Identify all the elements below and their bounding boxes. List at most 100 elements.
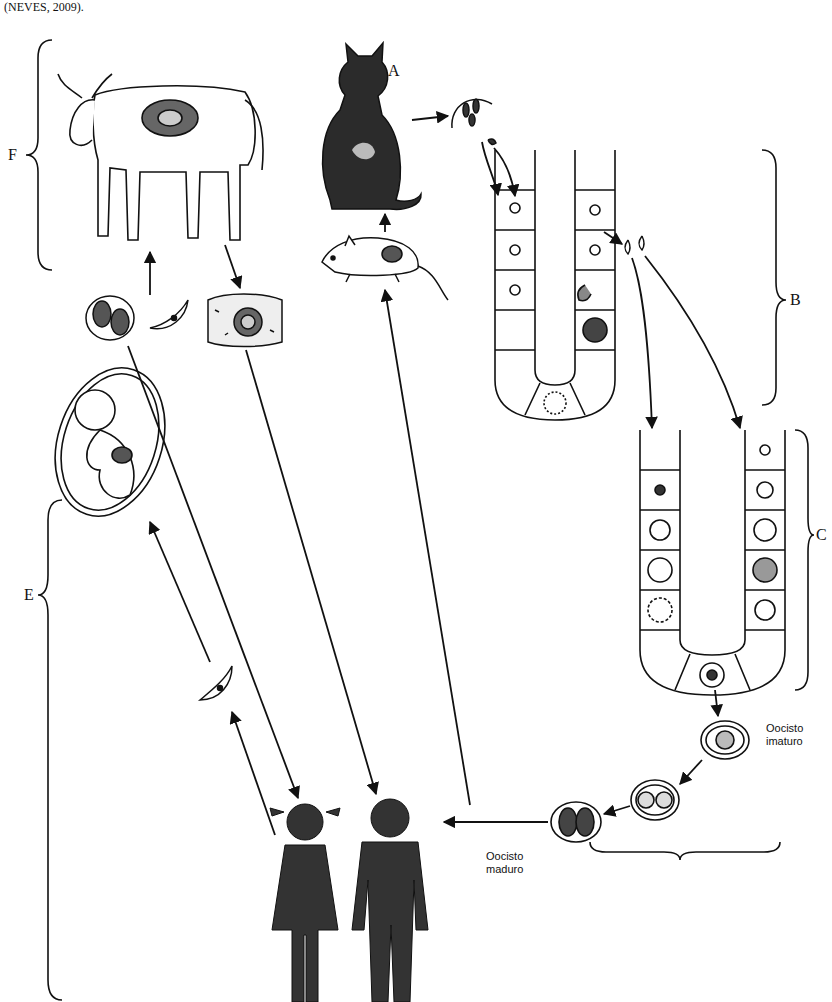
intestinal-crypt: [583, 318, 607, 342]
cow: [58, 74, 112, 98]
cycle-arrow: [680, 760, 702, 784]
cycle-arrow: [246, 350, 376, 794]
intestinal-crypt: [510, 285, 520, 295]
rat: [345, 236, 355, 246]
intestinal-crypt: [495, 150, 615, 420]
infected-meat: [215, 310, 274, 335]
cycle-arrow: [225, 245, 240, 288]
intestinal-crypt: [544, 392, 566, 414]
fetus-in-uterus: [45, 361, 176, 523]
intestinal-crypt: [510, 245, 520, 255]
sporulating-oocyst: [638, 792, 654, 808]
sporulating-oocyst: [631, 780, 679, 820]
tissue-cyst: [86, 296, 134, 340]
stage-label: Oocisto imaturo: [766, 722, 822, 748]
stage-letter: E: [24, 586, 34, 604]
mature-oocyst: [551, 802, 601, 842]
bradyzoite-cyst: [452, 99, 496, 144]
cat: [323, 43, 421, 209]
merozoites: [625, 240, 630, 254]
bracket: [26, 40, 814, 1000]
intestinal-crypt: [640, 430, 785, 695]
cycle-arrow: [645, 256, 740, 428]
immature-oocyst: [701, 721, 749, 759]
intestinal-crypt: [640, 430, 785, 695]
cycle-arrow: [632, 258, 652, 428]
cow: [93, 86, 255, 240]
intestinal-crypt: [760, 445, 770, 455]
intestinal-crypt: [648, 598, 672, 622]
tachyzoite: [200, 666, 232, 700]
intestinal-crypt: [755, 600, 775, 620]
fetus-in-uterus: [37, 354, 183, 531]
source-citation: (NEVES, 2009).: [4, 0, 84, 14]
tachyzoite: [218, 686, 223, 691]
intestinal-crypt: [648, 558, 672, 582]
rat: [418, 266, 448, 300]
intestinal-crypt: [578, 285, 591, 301]
cycle-arrow: [604, 232, 622, 244]
stage-label: Oocisto maduro: [486, 850, 542, 876]
man-silhouette: [352, 799, 428, 1002]
infected-meat: [234, 308, 262, 336]
cycle-arrow: [384, 214, 386, 232]
infected-meat: [208, 294, 282, 347]
cycle-arrow: [482, 142, 498, 195]
fetus-in-uterus: [87, 430, 134, 498]
fetus-in-uterus: [112, 447, 132, 463]
bracket: [795, 430, 814, 690]
intestinal-crypt: [700, 663, 724, 687]
cycle-arrow: [385, 290, 470, 805]
bradyzoite-cyst: [452, 99, 492, 128]
stage-letter: F: [8, 146, 17, 164]
intestinal-crypt: [650, 520, 670, 540]
bracket: [38, 500, 62, 1000]
fetus-in-uterus: [37, 354, 183, 531]
intestinal-crypt: [590, 205, 600, 215]
tissue-cyst: [86, 296, 134, 340]
stage-letter: A: [388, 62, 400, 80]
rat: [331, 256, 335, 260]
intestinal-crypt: [590, 245, 600, 255]
tachyzoite: [150, 300, 188, 329]
woman-silhouette: [270, 804, 340, 1002]
cycle-arrow: [149, 252, 151, 295]
intestinal-crypt: [707, 670, 717, 680]
man-silhouette: [352, 842, 428, 1002]
cycle-arrow: [128, 346, 298, 798]
cycle-arrow: [232, 712, 275, 835]
sporulating-oocyst: [636, 785, 674, 815]
intestinal-crypt: [754, 519, 776, 541]
cow: [58, 74, 263, 240]
bracket: [590, 842, 780, 860]
cycle-arrow: [412, 116, 448, 120]
intestinal-crypt: [640, 470, 785, 690]
cycle-arrow: [444, 821, 548, 823]
tissue-cyst: [93, 301, 111, 327]
cycle-arrow: [715, 690, 718, 716]
rat: [346, 274, 399, 282]
bradyzoite-cyst: [463, 103, 469, 117]
mature-oocyst: [551, 802, 601, 842]
tissue-cyst: [111, 309, 129, 335]
mature-oocyst: [576, 808, 594, 836]
cat: [323, 43, 421, 209]
stage-letter: C: [816, 526, 827, 544]
immature-oocyst: [706, 726, 744, 754]
merozoites: [625, 236, 644, 254]
bracket: [26, 40, 52, 270]
woman-silhouette: [287, 804, 323, 840]
immature-oocyst: [701, 721, 749, 759]
cow: [158, 110, 182, 126]
cow: [70, 100, 95, 145]
bradyzoite-cyst: [473, 99, 479, 113]
cycle-arrow: [150, 522, 210, 662]
intestinal-crypt: [680, 430, 745, 655]
man-silhouette: [371, 799, 409, 837]
infected-meat: [241, 315, 255, 329]
cow: [142, 100, 198, 136]
intestinal-crypt: [495, 150, 615, 420]
infected-meat: [208, 294, 282, 347]
